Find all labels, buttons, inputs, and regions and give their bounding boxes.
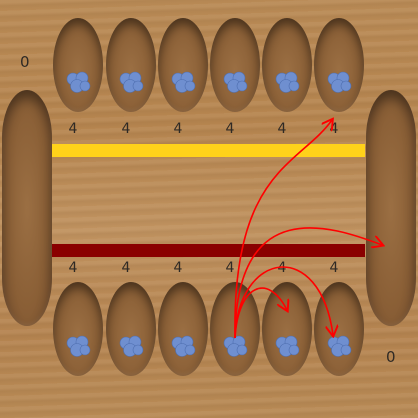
seed-cluster-icon [119,71,144,93]
bottom-pit-1[interactable] [53,282,103,376]
bottom-pit-count: 4 [68,260,78,276]
bottom-pit-count: 4 [277,260,287,276]
seed-cluster-icon [171,335,196,357]
seed-cluster-icon [275,335,300,357]
top-pit-6[interactable] [314,18,364,112]
move-arrow-to-pit-6 [234,266,333,338]
top-pit-5[interactable] [262,18,312,112]
right-store[interactable] [366,90,416,326]
move-arrow-to-top-pit-6 [234,120,332,339]
bottom-pit-count: 4 [329,260,339,276]
bottom-store-count: 0 [386,348,396,366]
seed-cluster-icon [171,71,196,93]
top-pit-count: 4 [68,121,78,137]
top-pit-count: 4 [277,121,287,137]
top-pit-count: 4 [173,121,183,137]
move-arrow-to-pit-5 [234,287,287,339]
top-pit-count: 4 [225,121,235,137]
seed-cluster-icon [327,335,352,357]
bottom-pit-2[interactable] [106,282,156,376]
seed-cluster-icon [275,71,300,93]
bottom-player-bar [52,244,365,257]
top-player-bar [52,144,365,157]
bottom-pit-count: 4 [173,260,183,276]
bottom-pit-5[interactable] [262,282,312,376]
top-pit-2[interactable] [106,18,156,112]
seed-cluster-icon [66,71,91,93]
seed-cluster-icon [327,71,352,93]
seed-cluster-icon [223,71,248,93]
bottom-pit-3[interactable] [158,282,208,376]
left-store[interactable] [2,90,52,326]
top-pit-1[interactable] [53,18,103,112]
top-pit-3[interactable] [158,18,208,112]
bottom-pit-count: 4 [225,260,235,276]
move-arrow-to-store [234,227,382,339]
top-pit-4[interactable] [210,18,260,112]
top-pit-count: 4 [121,121,131,137]
seed-cluster-icon [66,335,91,357]
bottom-pit-count: 4 [121,260,131,276]
seed-cluster-icon [119,335,144,357]
top-store-count: 0 [20,53,30,71]
seed-cluster-icon [223,335,248,357]
